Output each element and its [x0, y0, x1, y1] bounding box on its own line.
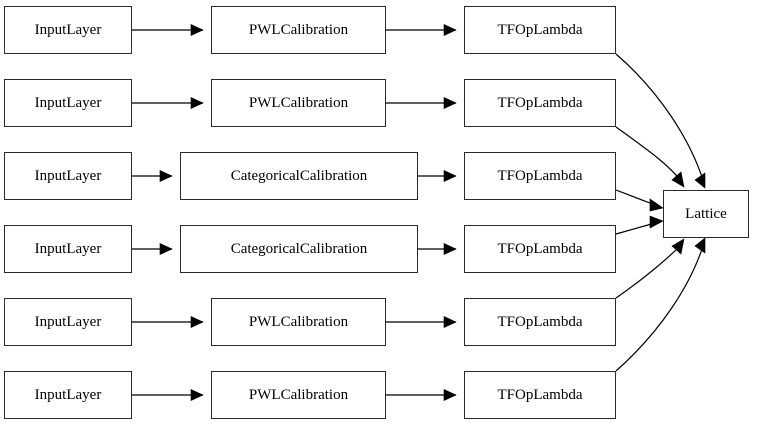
- edge-input-3-to-calib-3-arrowhead: [159, 170, 173, 182]
- edge-input-6-to-calib-6-arrowhead: [190, 389, 204, 401]
- node-input_4[interactable]: InputLayer: [4, 225, 132, 273]
- edge-input-5-to-calib-5-arrowhead: [190, 316, 204, 328]
- node-calib_3[interactable]: CategoricalCalibration: [180, 152, 418, 200]
- node-label-lambda_3: TFOpLambda: [497, 167, 583, 184]
- node-label-input_1: InputLayer: [34, 21, 102, 38]
- edge-lambda-1-to-lattice: [615, 53, 704, 181]
- edge-calib-4-to-lambda-4-arrowhead: [443, 243, 457, 255]
- edge-calib-3-to-lambda-3-arrowhead: [443, 170, 457, 182]
- edge-input-4-to-calib-4-arrowhead: [159, 243, 173, 255]
- node-label-input_6: InputLayer: [34, 386, 102, 403]
- node-label-calib_4: CategoricalCalibration: [230, 240, 368, 257]
- node-label-input_3: InputLayer: [34, 167, 102, 184]
- node-lattice[interactable]: Lattice: [663, 190, 749, 238]
- edge-lambda-5-to-lattice-arrowhead: [671, 238, 685, 255]
- node-label-calib_6: PWLCalibration: [248, 386, 349, 403]
- edge-lambda-3-to-lattice: [615, 189, 656, 206]
- edge-input-1-to-calib-1-arrowhead: [190, 24, 204, 36]
- edge-lambda-1-to-lattice-arrowhead: [694, 172, 706, 189]
- node-lambda_3[interactable]: TFOpLambda: [464, 152, 616, 200]
- edge-lambda-2-to-lattice-arrowhead: [671, 171, 685, 188]
- edge-calib-5-to-lambda-5-arrowhead: [443, 316, 457, 328]
- node-label-lambda_5: TFOpLambda: [497, 313, 583, 330]
- node-lambda_6[interactable]: TFOpLambda: [464, 371, 616, 419]
- node-calib_6[interactable]: PWLCalibration: [211, 371, 386, 419]
- node-label-calib_3: CategoricalCalibration: [230, 167, 368, 184]
- node-input_2[interactable]: InputLayer: [4, 79, 132, 127]
- edge-lambda-2-to-lattice: [615, 126, 681, 181]
- node-lambda_2[interactable]: TFOpLambda: [464, 79, 616, 127]
- edge-lambda-4-to-lattice: [615, 222, 656, 235]
- edge-lambda-5-to-lattice: [615, 245, 681, 299]
- node-calib_5[interactable]: PWLCalibration: [211, 298, 386, 346]
- node-label-lambda_1: TFOpLambda: [497, 21, 583, 38]
- edge-lambda-3-to-lattice-arrowhead: [649, 198, 664, 212]
- edge-calib-6-to-lambda-6-arrowhead: [443, 389, 457, 401]
- node-label-calib_1: PWLCalibration: [248, 21, 349, 38]
- edge-input-2-to-calib-2-arrowhead: [190, 97, 204, 109]
- edge-lambda-6-to-lattice: [615, 245, 704, 372]
- node-label-lambda_4: TFOpLambda: [497, 240, 583, 257]
- edge-calib-1-to-lambda-1-arrowhead: [443, 24, 457, 36]
- node-lambda_1[interactable]: TFOpLambda: [464, 6, 616, 54]
- node-lambda_4[interactable]: TFOpLambda: [464, 225, 616, 273]
- node-lambda_5[interactable]: TFOpLambda: [464, 298, 616, 346]
- node-input_6[interactable]: InputLayer: [4, 371, 132, 419]
- edge-lambda-4-to-lattice-arrowhead: [649, 215, 664, 229]
- node-label-lattice: Lattice: [685, 205, 727, 222]
- node-label-input_2: InputLayer: [34, 94, 102, 111]
- node-calib_1[interactable]: PWLCalibration: [211, 6, 386, 54]
- node-label-calib_5: PWLCalibration: [248, 313, 349, 330]
- node-label-calib_2: PWLCalibration: [248, 94, 349, 111]
- node-input_5[interactable]: InputLayer: [4, 298, 132, 346]
- edge-lambda-6-to-lattice-arrowhead: [694, 237, 706, 254]
- node-calib_2[interactable]: PWLCalibration: [211, 79, 386, 127]
- node-label-input_5: InputLayer: [34, 313, 102, 330]
- node-input_1[interactable]: InputLayer: [4, 6, 132, 54]
- node-input_3[interactable]: InputLayer: [4, 152, 132, 200]
- node-label-lambda_6: TFOpLambda: [497, 386, 583, 403]
- node-calib_4[interactable]: CategoricalCalibration: [180, 225, 418, 273]
- node-label-lambda_2: TFOpLambda: [497, 94, 583, 111]
- edge-calib-2-to-lambda-2-arrowhead: [443, 97, 457, 109]
- node-label-input_4: InputLayer: [34, 240, 102, 257]
